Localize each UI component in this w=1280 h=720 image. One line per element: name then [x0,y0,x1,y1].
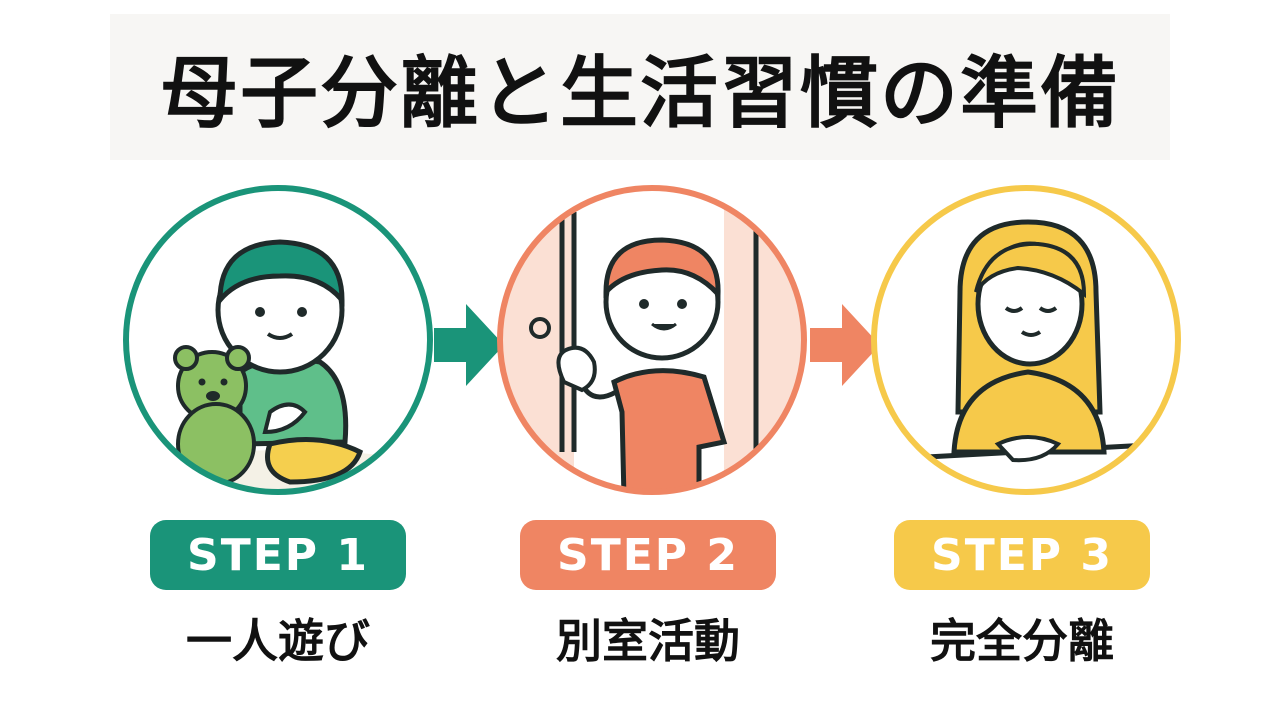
arrow-right-icon [434,300,504,390]
step-3-badge: STEP 3 [894,520,1150,590]
step-2-label: 別室活動 [556,614,740,668]
page-title: 母子分離と生活習慣の準備 [159,49,1120,139]
title-banner: 母子分離と生活習慣の準備 [110,14,1170,160]
step-3-label: 完全分離 [930,614,1114,668]
step-1-badge: STEP 1 [150,520,406,590]
step-2-badge: STEP 2 [520,520,776,590]
step-2-illustration [494,182,810,498]
arrow-right-icon [810,300,880,390]
step-1-label: 一人遊び [186,614,370,668]
step-3-illustration [868,182,1184,498]
step-1-illustration [120,182,436,498]
